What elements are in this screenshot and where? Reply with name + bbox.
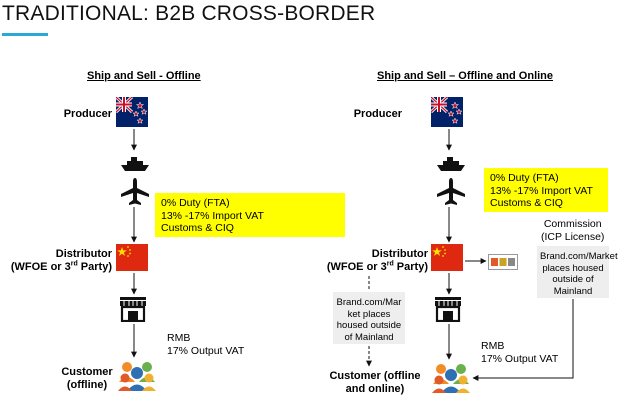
airplane-icon bbox=[121, 178, 149, 205]
ship-icon bbox=[121, 157, 149, 171]
rmb-line: RMB bbox=[481, 340, 505, 352]
brand-line: Brand.com/Mar bbox=[336, 297, 402, 308]
duty-line: Customs & CIQ bbox=[490, 197, 563, 209]
nz-flag-icon bbox=[431, 97, 463, 127]
customer-line: Customer bbox=[61, 366, 113, 378]
commission-line: Commission bbox=[543, 218, 602, 230]
airplane-icon bbox=[437, 178, 465, 205]
brand-line: ket places bbox=[347, 308, 391, 320]
marketplace-logos-icon bbox=[488, 254, 518, 270]
commission-line: (ICP License) bbox=[541, 230, 605, 243]
distributor-line2: (WFOE or 3rd Party) bbox=[326, 260, 428, 273]
customer-line: and online) bbox=[345, 383, 405, 395]
store-icon bbox=[435, 297, 461, 322]
duty-line: 13% -17% Import VAT bbox=[490, 184, 593, 197]
brand-line: Mainland bbox=[553, 285, 593, 297]
nz-flag-icon bbox=[116, 97, 148, 127]
right-brand-box: Brand.com/Market places housed outside o… bbox=[537, 246, 618, 298]
left-customer-label: Customer (offline) bbox=[48, 366, 126, 392]
china-flag-icon bbox=[116, 244, 148, 271]
brand-line: places housed bbox=[542, 262, 604, 274]
customers-icon bbox=[432, 364, 470, 393]
right-column-heading: Ship and Sell – Offline and Online bbox=[377, 70, 554, 82]
distributor-line1: Distributor bbox=[55, 248, 112, 260]
customer-line: (offline) bbox=[66, 379, 108, 391]
page-title: TRADITIONAL: B2B CROSS-BORDER bbox=[2, 2, 376, 25]
customers-icon bbox=[118, 362, 156, 391]
left-distributor-label: Distributor (WFOE or 3rd Party) bbox=[2, 248, 112, 274]
distributor-line1: Distributor bbox=[371, 248, 428, 260]
china-flag-icon bbox=[431, 244, 463, 271]
store-icon bbox=[120, 297, 146, 322]
left-rmb-text: RMB 17% Output VAT bbox=[167, 332, 244, 357]
duty-line: Customs & CIQ bbox=[161, 222, 234, 234]
duty-line: 13% -17% Import VAT bbox=[161, 209, 264, 222]
left-duty-box: 0% Duty (FTA) 13% -17% Import VAT Custom… bbox=[155, 193, 345, 237]
right-distributor-label: Distributor (WFOE or 3rd Party) bbox=[318, 248, 428, 274]
duty-line: 0% Duty (FTA) bbox=[490, 172, 559, 184]
commission-text: Commission (ICP License) bbox=[541, 218, 604, 243]
right-producer-label: Producer bbox=[353, 108, 402, 120]
left-producer-label: Producer bbox=[63, 108, 112, 120]
brand-line: of Mainland bbox=[344, 331, 394, 343]
left-brand-box: Brand.com/Mar ket places housed outside … bbox=[333, 292, 405, 344]
rmb-line: RMB bbox=[167, 332, 191, 344]
title-accent-rule bbox=[2, 33, 48, 36]
brand-line: Brand.com/Market bbox=[540, 251, 618, 262]
ship-icon bbox=[437, 157, 465, 171]
brand-line: outside of bbox=[552, 274, 594, 285]
left-column-heading: Ship and Sell - Offline bbox=[87, 70, 201, 82]
brand-line: housed outside bbox=[336, 320, 402, 331]
right-rmb-text: RMB 17% Output VAT bbox=[481, 340, 558, 365]
distributor-line2: (WFOE or 3rd Party) bbox=[10, 260, 112, 273]
rmb-line: 17% Output VAT bbox=[167, 344, 245, 357]
right-customer-label: Customer (offline and online) bbox=[323, 370, 427, 396]
customer-line: Customer (offline bbox=[329, 370, 421, 382]
arrow-brand-box-to-customers bbox=[472, 299, 574, 381]
right-duty-box: 0% Duty (FTA) 13% -17% Import VAT Custom… bbox=[484, 168, 608, 212]
duty-line: 0% Duty (FTA) bbox=[161, 197, 230, 209]
rmb-line: 17% Output VAT bbox=[481, 352, 559, 365]
